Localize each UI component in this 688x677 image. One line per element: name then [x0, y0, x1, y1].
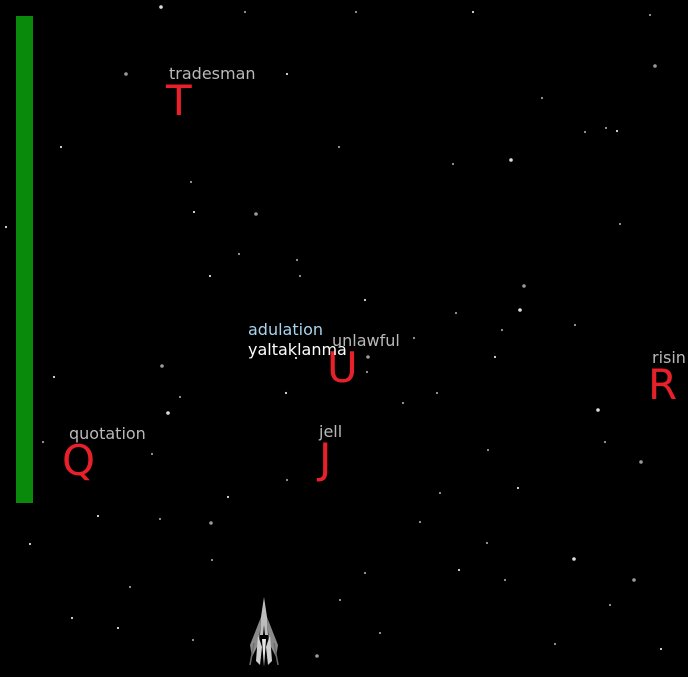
star — [632, 578, 636, 582]
target-letter: J — [319, 434, 332, 483]
star — [96, 514, 100, 518]
star — [337, 145, 341, 149]
target-letter: T — [166, 76, 192, 125]
star — [128, 585, 132, 589]
star — [540, 96, 544, 100]
target-letter: Q — [62, 436, 96, 485]
star — [41, 440, 45, 444]
star — [365, 370, 369, 374]
star — [208, 274, 212, 278]
target-word: quotation — [69, 424, 146, 443]
star — [124, 72, 128, 76]
star — [503, 578, 507, 582]
star — [553, 642, 557, 646]
target-letter: R — [648, 360, 678, 409]
health-bar — [16, 16, 33, 503]
star — [653, 64, 657, 68]
star — [52, 375, 56, 379]
star — [486, 448, 490, 452]
star — [401, 401, 405, 405]
spaceship-icon — [249, 597, 279, 667]
star — [412, 336, 416, 340]
star — [518, 308, 522, 312]
star — [485, 541, 489, 545]
star — [493, 355, 497, 359]
target-word: unlawful — [332, 331, 400, 350]
target-letter: U — [327, 343, 358, 392]
health-bar-fill — [16, 16, 33, 503]
star — [618, 222, 622, 226]
star — [522, 284, 526, 288]
star — [192, 210, 196, 214]
star — [435, 391, 439, 395]
star — [28, 542, 32, 546]
star — [116, 626, 120, 630]
star — [608, 603, 612, 607]
target-word: tradesman — [169, 64, 256, 83]
star — [315, 654, 319, 658]
star — [583, 130, 587, 134]
star — [572, 557, 576, 561]
star — [237, 252, 241, 256]
star — [604, 126, 608, 130]
star — [418, 520, 422, 524]
star — [159, 5, 163, 9]
star — [516, 486, 520, 490]
star — [639, 460, 643, 464]
star — [178, 395, 182, 399]
star — [378, 631, 382, 635]
star — [648, 13, 652, 17]
star — [59, 145, 63, 149]
star — [471, 10, 475, 14]
star — [243, 10, 247, 14]
target-word: jell — [319, 422, 343, 441]
star — [295, 258, 299, 262]
star — [338, 598, 342, 602]
star — [457, 568, 461, 572]
star — [451, 162, 455, 166]
star — [226, 495, 230, 499]
star — [573, 323, 577, 327]
star — [603, 440, 607, 444]
star — [438, 491, 442, 495]
star — [509, 158, 513, 162]
star — [363, 571, 367, 575]
star — [500, 328, 504, 332]
prompt-translation: yaltaklanma — [248, 340, 347, 359]
star — [298, 274, 302, 278]
target-word: risin — [652, 348, 686, 367]
star — [294, 356, 298, 360]
translation-prompt: adulation yaltaklanma — [248, 320, 347, 360]
star — [363, 298, 367, 302]
star — [209, 521, 213, 525]
star — [285, 478, 289, 482]
star — [70, 616, 74, 620]
star — [160, 364, 164, 368]
prompt-word: adulation — [248, 320, 323, 339]
star — [454, 311, 458, 315]
star — [615, 129, 619, 133]
star — [366, 355, 370, 359]
star — [158, 517, 162, 521]
star — [150, 452, 154, 456]
star — [189, 180, 193, 184]
star — [354, 10, 358, 14]
star — [4, 225, 8, 229]
star — [285, 72, 289, 76]
star — [191, 638, 195, 642]
star — [284, 391, 288, 395]
star — [254, 212, 258, 216]
star — [166, 411, 170, 415]
star — [596, 408, 600, 412]
star — [210, 558, 214, 562]
star — [659, 647, 663, 651]
